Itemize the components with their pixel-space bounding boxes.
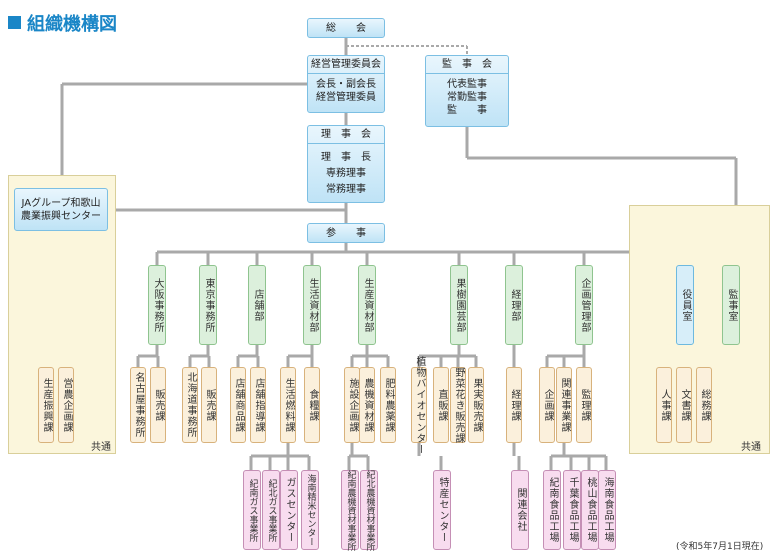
section-box[interactable]: 関連事業課 <box>556 367 572 443</box>
auditors-line: 常勤監事 <box>447 92 487 103</box>
general-meeting-label: 総 会 <box>326 22 366 34</box>
unit-box[interactable]: 千葉食品工場 <box>563 470 581 550</box>
yakuin-section-box[interactable]: 総務課 <box>696 367 712 443</box>
board-of-directors-box[interactable]: 理 事 会 理 事 長 専務理事 常務理事 <box>307 125 385 203</box>
left-section-box[interactable]: 営農企画課 <box>58 367 74 443</box>
section-box[interactable]: 生活燃料課 <box>280 367 296 443</box>
auditors-line: 監 事 <box>447 105 487 116</box>
dept-box[interactable]: 大阪事務所 <box>148 265 166 345</box>
shared-label-left: 共通 <box>91 442 111 453</box>
section-box[interactable]: 北海道事務所 <box>182 367 198 443</box>
management-committee-line: 経営管理委員 <box>316 92 376 103</box>
section-box[interactable]: 名古屋事務所 <box>130 367 146 443</box>
section-box[interactable]: 販売課 <box>201 367 217 443</box>
unit-box[interactable]: ガスセンター <box>280 470 298 550</box>
center-line: JAグループ和歌山 <box>21 197 101 209</box>
center-line: 農業振興センター <box>21 210 101 222</box>
auditors-line: 代表監事 <box>447 79 487 90</box>
section-box[interactable]: 野菜花き販売課 <box>450 367 466 444</box>
auditors-board-box[interactable]: 監 事 会 代表監事 常勤監事 監 事 <box>425 55 509 127</box>
yakuin-section-box[interactable]: 人事課 <box>656 367 672 443</box>
section-box[interactable]: 植物バイオセンター <box>411 356 427 455</box>
section-box[interactable]: 企画課 <box>539 367 555 443</box>
section-box[interactable]: 店舗指導課 <box>250 367 266 443</box>
section-box[interactable]: 農機資材課 <box>359 367 375 443</box>
unit-box[interactable]: 紀南農機資材事業所 <box>341 470 359 551</box>
unit-box[interactable]: 海南精米センター <box>301 470 319 550</box>
yakuin-section-box[interactable]: 文書課 <box>676 367 692 443</box>
dept-box[interactable]: 店舗部 <box>248 265 266 345</box>
section-box[interactable]: 監理課 <box>576 367 592 443</box>
unit-box[interactable]: 桃山食品工場 <box>581 470 599 550</box>
management-committee-header: 経営管理委員会 <box>308 56 384 74</box>
dept-box[interactable]: 生産資材部 <box>358 265 376 345</box>
board-line: 常務理事 <box>326 184 366 195</box>
unit-box[interactable]: 紀北ガス事業所 <box>262 470 280 550</box>
section-box[interactable]: 店舗商品課 <box>230 367 246 443</box>
title-square-icon <box>8 16 21 29</box>
section-box[interactable]: 施設企画課 <box>344 367 360 443</box>
general-meeting-box[interactable]: 総 会 <box>307 18 385 38</box>
section-box[interactable]: 直販課 <box>433 367 449 443</box>
section-box[interactable]: 肥料農薬課 <box>380 367 396 443</box>
board-line: 専務理事 <box>326 168 366 179</box>
date-note: (令和5年7月1日現在) <box>676 542 764 552</box>
unit-box[interactable]: 関連会社 <box>511 470 529 550</box>
section-box[interactable]: 販売課 <box>150 367 166 443</box>
unit-box[interactable]: 紀北農機資材事業所 <box>360 470 378 551</box>
dept-box[interactable]: 果樹園芸部 <box>450 265 468 345</box>
unit-box[interactable]: 紀南ガス事業所 <box>243 470 261 550</box>
unit-box[interactable]: 紀南食品工場 <box>543 470 561 550</box>
sanji-label: 参 事 <box>326 227 366 239</box>
sanji-box[interactable]: 参 事 <box>307 223 385 243</box>
dept-box[interactable]: 企画管理部 <box>575 265 593 345</box>
management-committee-line: 会長・副会長 <box>316 79 376 90</box>
shared-label-right: 共通 <box>741 442 761 453</box>
dept-box[interactable]: 生活資材部 <box>303 265 321 345</box>
unit-box[interactable]: 特産センター <box>433 470 451 550</box>
section-box[interactable]: 経理課 <box>506 367 522 443</box>
page-title: 組織機構図 <box>8 10 117 36</box>
board-header: 理 事 会 <box>308 126 384 144</box>
dept-box[interactable]: 経理部 <box>505 265 523 345</box>
section-box[interactable]: 食糧課 <box>304 367 320 443</box>
kansa-box[interactable]: 監事室 <box>722 265 740 345</box>
management-committee-box[interactable]: 経営管理委員会 会長・副会長 経営管理委員 <box>307 55 385 113</box>
dept-box[interactable]: 東京事務所 <box>199 265 217 345</box>
section-box[interactable]: 果実販売課 <box>468 367 484 443</box>
yakuin-box[interactable]: 役員室 <box>676 265 694 345</box>
unit-box[interactable]: 海南食品工場 <box>598 470 616 550</box>
agri-promotion-center-box[interactable]: JAグループ和歌山 農業振興センター <box>14 188 108 231</box>
left-section-box[interactable]: 生産振興課 <box>38 367 54 443</box>
page-title-text: 組織機構図 <box>27 14 117 35</box>
board-line: 理 事 長 <box>321 152 371 163</box>
auditors-board-header: 監 事 会 <box>426 56 508 74</box>
